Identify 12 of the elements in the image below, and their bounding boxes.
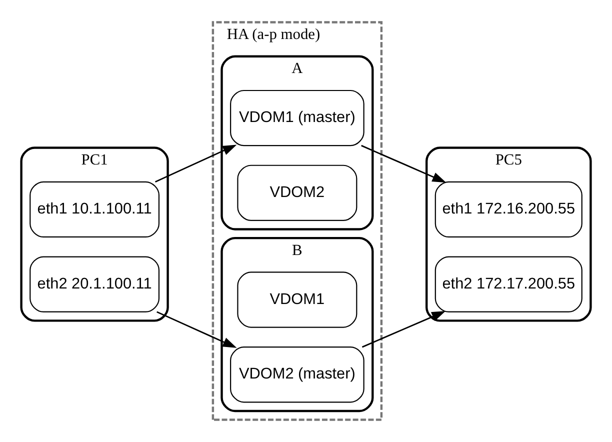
node-box: VDOM2 (master) [230,346,364,403]
node-box: eth1 10.1.100.11 [30,181,160,238]
node-box: eth2 20.1.100.11 [30,256,160,312]
node-box: VDOM2 [237,164,358,221]
arrow [154,144,237,183]
arrow [362,311,446,348]
arrow [361,144,446,183]
node-box: VDOM1 [237,272,358,328]
node-box: eth2 172.17.200.55 [434,256,582,312]
node-box: VDOM1 (master) [230,90,364,146]
node-box: eth1 172.16.200.55 [434,181,582,238]
arrow [156,311,237,348]
